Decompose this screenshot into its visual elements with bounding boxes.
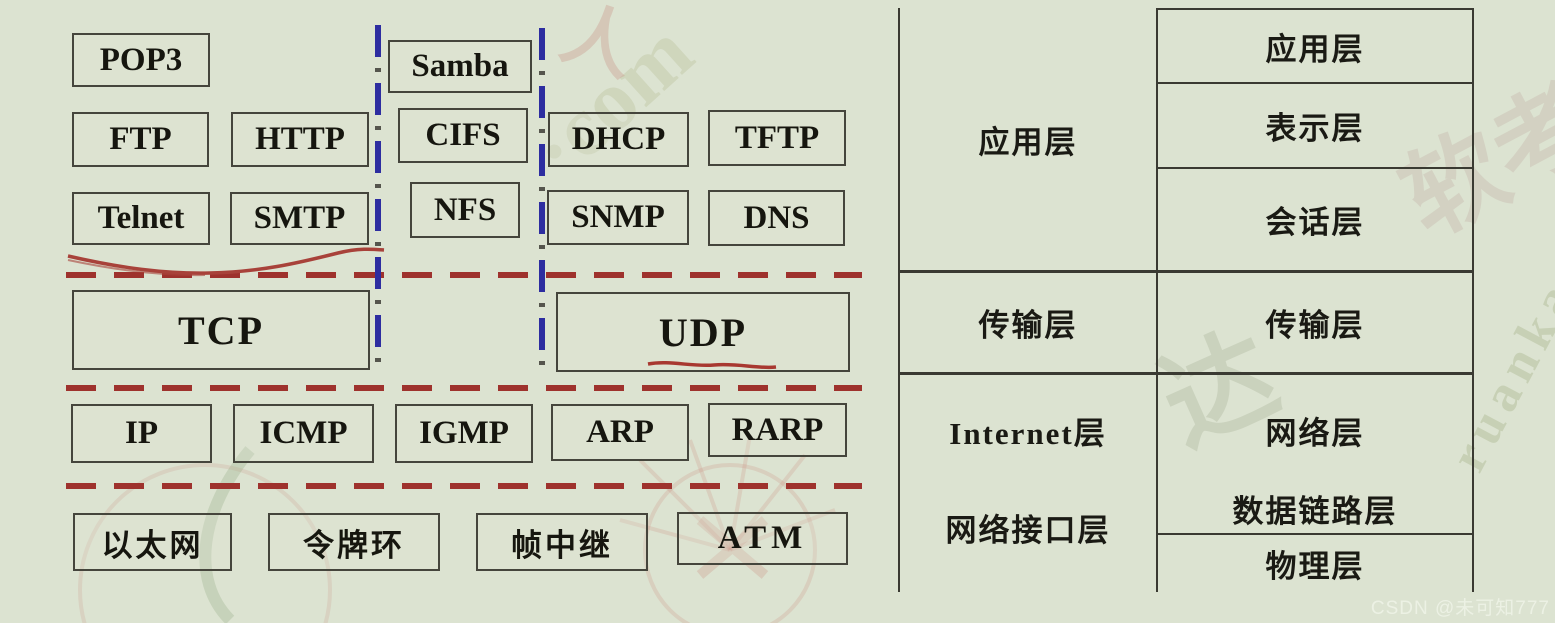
protocol-box-snmp: SNMP — [547, 190, 689, 245]
protocol-box-cifs: CIFS — [398, 108, 528, 163]
osi-layer-transport: 传输层 — [1265, 308, 1365, 343]
watermark-cjk-c: 人 — [552, 0, 646, 91]
protocol-box-pop3: POP3 — [72, 33, 210, 87]
osi-layer-application: 应用层 — [1265, 31, 1365, 67]
table-hline-session-transport — [898, 270, 1474, 273]
blue-dashed-line-left — [375, 25, 381, 373]
udp-red-underline-annotation — [647, 360, 777, 370]
protocol-box-token-ring: 令牌环 — [268, 513, 440, 571]
table-hline-transport-network — [898, 372, 1474, 375]
protocol-box-arp: ARP — [551, 404, 689, 461]
protocol-box-smtp: SMTP — [230, 192, 369, 245]
protocol-box-ftp: FTP — [72, 112, 209, 167]
table-vline-right — [1472, 8, 1474, 592]
red-dashed-line-transport-internet — [66, 385, 862, 391]
protocol-box-dns: DNS — [708, 190, 845, 246]
red-dashed-line-internet-netif — [66, 483, 862, 489]
table-hline-pres-session — [1156, 167, 1474, 169]
csdn-watermark-text: CSDN @未可知777 — [1370, 598, 1550, 619]
tcpip-layer-network-interface: 网络接口层 — [945, 512, 1111, 548]
protocol-box-dhcp: DHCP — [548, 112, 689, 167]
table-vline-left — [898, 8, 900, 592]
circle-arc-watermark — [78, 446, 332, 623]
table-hline-app-presentation — [1156, 82, 1474, 84]
protocol-box-igmp: IGMP — [395, 404, 533, 463]
osi-layer-physical: 物理层 — [1265, 549, 1365, 584]
table-hline-datalink-physical — [1156, 533, 1474, 535]
protocol-box-rarp: RARP — [708, 403, 847, 457]
table-vline-middle — [1156, 8, 1158, 592]
protocol-box-tftp: TFTP — [708, 110, 846, 166]
table-hline-osi-top — [1156, 8, 1474, 10]
protocol-box-telnet: Telnet — [72, 192, 210, 245]
osi-layer-data-link: 数据链路层 — [1232, 493, 1398, 529]
protocol-box-ethernet: 以太网 — [73, 513, 232, 571]
osi-layer-presentation: 表示层 — [1265, 111, 1365, 146]
red-dashed-line-app-transport — [66, 272, 862, 278]
tcpip-layer-transport: 传输层 — [978, 308, 1078, 343]
protocol-box-frame-relay: 帧中继 — [476, 513, 648, 571]
protocol-box-atm: ATM — [677, 512, 848, 565]
osi-layer-session: 会话层 — [1265, 205, 1365, 240]
protocol-box-udp: UDP — [556, 292, 850, 372]
protocol-box-ip: IP — [71, 404, 212, 463]
tcpip-layer-application: 应用层 — [978, 124, 1078, 160]
red-wavy-annotation — [67, 247, 385, 277]
protocol-box-tcp: TCP — [72, 290, 370, 370]
protocol-box-nfs: NFS — [410, 182, 520, 238]
protocol-box-http: HTTP — [231, 112, 369, 167]
protocol-box-icmp: ICMP — [233, 404, 374, 463]
osi-layer-network: 网络层 — [1265, 415, 1365, 451]
protocol-box-samba: Samba — [388, 40, 532, 93]
blue-dashed-line-right — [539, 28, 545, 376]
tcpip-layer-internet: Internet层 — [949, 415, 1107, 451]
starburst-logo-watermark — [619, 434, 836, 623]
